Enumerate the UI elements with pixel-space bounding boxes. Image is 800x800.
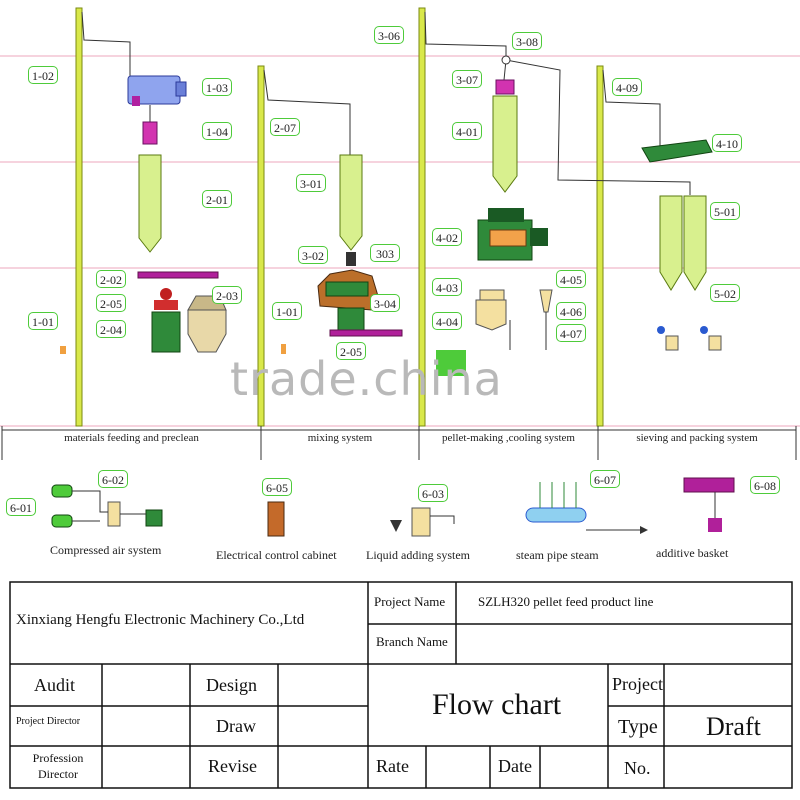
aux-liquid <box>390 507 455 537</box>
project-label: Project <box>612 674 663 694</box>
system-feeding: materials feeding and preclean <box>64 432 199 444</box>
label-2-07: 2-07 <box>270 118 300 136</box>
bin-5-01b <box>683 195 707 291</box>
label-6-07: 6-07 <box>590 470 620 488</box>
draw-label: Draw <box>216 716 256 736</box>
label-6-03: 6-03 <box>418 484 448 502</box>
label-1-04: 1-04 <box>202 122 232 140</box>
type-label: Type <box>618 716 658 738</box>
aux-steam-caption: steam pipe steam <box>516 548 599 562</box>
elevator-4 <box>596 65 604 427</box>
screw-conveyor-1 <box>137 271 219 279</box>
label-2-05-mixing: 2-05 <box>336 342 366 360</box>
label-1-01-mixing: 1-01 <box>272 302 302 320</box>
project-name-value: SZLH320 pellet feed product line <box>478 594 654 609</box>
label-4-02: 4-02 <box>432 228 462 246</box>
watermark-text: trade.china <box>230 352 503 406</box>
screw-conveyor-2 <box>329 329 403 337</box>
branch-name-label: Branch Name <box>376 634 448 649</box>
pulverizer <box>151 311 181 353</box>
design-label: Design <box>206 675 257 695</box>
number-label: No. <box>624 758 651 778</box>
draft-value: Draft <box>706 712 761 741</box>
rate-label: Rate <box>376 756 409 776</box>
label-5-01: 5-01 <box>710 202 740 220</box>
magnetic-separator <box>142 121 158 145</box>
project-director-label: Project Director <box>16 716 81 727</box>
audit-label: Audit <box>34 675 76 695</box>
packing-equipment <box>641 139 722 351</box>
system-pellet: pellet-making ,cooling system <box>442 432 575 444</box>
label-1-02: 1-02 <box>28 66 58 84</box>
label-4-09: 4-09 <box>612 78 642 96</box>
elevator-3 <box>418 7 426 427</box>
cyclone <box>539 289 553 313</box>
silo-2-01 <box>138 154 162 253</box>
label-4-10: 4-10 <box>712 134 742 152</box>
aux-cabinet-caption: Electrical control cabinet <box>216 548 337 562</box>
label-3-01: 3-01 <box>296 174 326 192</box>
title-block-grid <box>9 581 793 789</box>
bucket-elevators <box>75 7 604 427</box>
bin-5-01a <box>659 195 683 291</box>
project-name-label: Project Name <box>374 594 446 609</box>
aux-air-system <box>51 484 163 528</box>
feeder-3-07 <box>495 79 515 95</box>
date-label: Date <box>498 756 532 776</box>
label-1-01: 1-01 <box>28 312 58 330</box>
label-6-05: 6-05 <box>262 478 292 496</box>
label-1-03: 1-03 <box>202 78 232 96</box>
label-2-03: 2-03 <box>212 286 242 304</box>
label-3-02: 3-02 <box>298 246 328 264</box>
aux-steam <box>525 482 648 534</box>
label-2-02: 2-02 <box>96 270 126 288</box>
label-5-02: 5-02 <box>710 284 740 302</box>
guide-lines <box>0 55 800 427</box>
label-3-06: 3-06 <box>374 26 404 44</box>
label-6-01: 6-01 <box>6 498 36 516</box>
mixing-equipment <box>281 154 403 354</box>
company-name: Xinxiang Hengfu Electronic Machinery Co.… <box>16 612 305 628</box>
label-2-05: 2-05 <box>96 294 126 312</box>
label-4-01: 4-01 <box>452 122 482 140</box>
aux-additive <box>683 477 735 532</box>
label-303: 303 <box>370 244 400 262</box>
pipes <box>81 11 691 195</box>
mixer-hopper <box>187 309 227 353</box>
label-6-02: 6-02 <box>98 470 128 488</box>
drawing-title: Flow chart <box>432 688 562 721</box>
aux-air-caption: Compressed air system <box>50 543 162 557</box>
section-divider <box>1 426 797 460</box>
label-4-03: 4-03 <box>432 278 462 296</box>
silo-4-01 <box>492 95 518 193</box>
silo-3-01 <box>339 154 363 251</box>
profession-director-label: Profession Director <box>32 751 84 781</box>
aux-liquid-caption: Liquid adding system <box>366 548 470 562</box>
rotary-sieve <box>641 139 713 163</box>
aux-additive-caption: additive basket <box>656 546 729 560</box>
revise-label: Revise <box>208 756 257 776</box>
label-4-06: 4-06 <box>556 302 586 320</box>
label-4-05: 4-05 <box>556 270 586 288</box>
label-2-01: 2-01 <box>202 190 232 208</box>
label-6-08: 6-08 <box>750 476 780 494</box>
elevator-1 <box>75 7 83 427</box>
label-4-07: 4-07 <box>556 324 586 342</box>
cooler <box>475 299 507 331</box>
pellet-equipment <box>436 55 553 376</box>
label-2-04: 2-04 <box>96 320 126 338</box>
system-mixing: mixing system <box>307 432 373 444</box>
system-sieving: sieving and packing system <box>636 432 758 444</box>
label-4-04: 4-04 <box>432 312 462 330</box>
label-3-04: 3-04 <box>370 294 400 312</box>
feeding-equipment <box>60 75 227 354</box>
label-3-07: 3-07 <box>452 70 482 88</box>
aux-cabinet <box>267 501 285 537</box>
label-3-08: 3-08 <box>512 32 542 50</box>
